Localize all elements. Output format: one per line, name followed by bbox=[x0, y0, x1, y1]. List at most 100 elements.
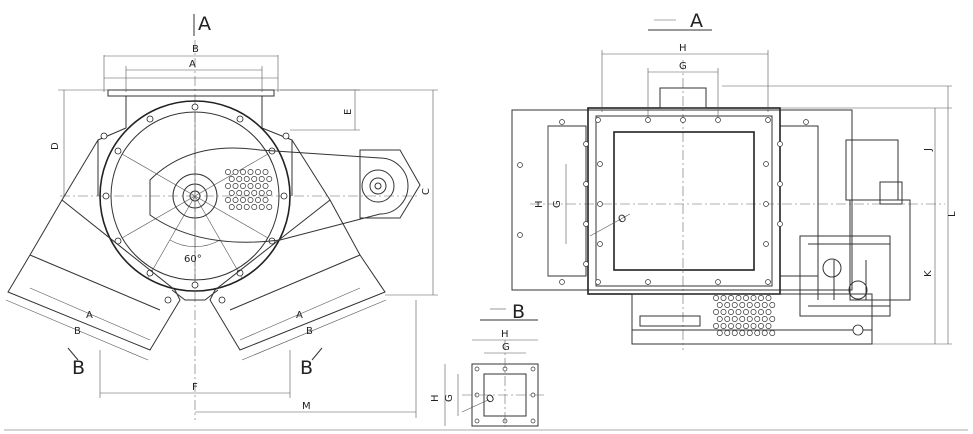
perforation-hole bbox=[228, 190, 235, 196]
perforation-hole bbox=[232, 197, 239, 203]
perforation-hole bbox=[225, 197, 231, 203]
section-b-marker-left: B bbox=[72, 357, 85, 379]
dim-right-H-top: H bbox=[679, 43, 687, 54]
section-b-title: B bbox=[512, 301, 525, 323]
perforation-hole bbox=[247, 169, 254, 175]
perforation-hole bbox=[255, 197, 261, 203]
perforation-hole bbox=[750, 323, 757, 329]
dim-small-H-top: H bbox=[501, 329, 509, 340]
perforation-hole bbox=[728, 309, 734, 315]
perforation-hole bbox=[255, 183, 261, 189]
section-b-view: B H G H G O bbox=[430, 301, 545, 430]
perforation-hole bbox=[262, 197, 269, 203]
perforation-hole bbox=[754, 316, 761, 322]
perforation-hole bbox=[765, 309, 772, 315]
perforation-hole bbox=[258, 176, 265, 182]
perforation-hole bbox=[761, 302, 768, 308]
perforation-hole bbox=[746, 316, 753, 322]
perforation-hole bbox=[236, 204, 243, 210]
perforation-hole bbox=[266, 176, 273, 182]
left-side-view: 60° bbox=[5, 13, 438, 420]
dim-left-top-A: A bbox=[189, 59, 196, 70]
perforation-hole bbox=[758, 295, 764, 301]
flange-holes bbox=[517, 117, 809, 285]
perforation-hole bbox=[251, 176, 258, 182]
dim-small-O: O bbox=[485, 393, 497, 407]
perforation-hole bbox=[243, 176, 250, 182]
dim-left-F: F bbox=[192, 382, 198, 393]
perforation-hole bbox=[731, 316, 738, 322]
dim-right-H-side: H bbox=[534, 200, 545, 208]
section-a-marker-left: A bbox=[198, 13, 211, 35]
perforation-hole bbox=[262, 169, 269, 175]
perforation-hole bbox=[251, 204, 258, 210]
dim-left-E: E bbox=[343, 109, 354, 115]
perforation-hole bbox=[228, 176, 235, 182]
rotor-bolts bbox=[100, 103, 290, 289]
perforation-hole bbox=[769, 302, 776, 308]
dim-left-lower-B-right: B bbox=[306, 326, 313, 337]
perforation-hole bbox=[258, 204, 265, 210]
perforation-hole bbox=[731, 302, 738, 308]
perforation-hole bbox=[724, 330, 731, 336]
dim-right-J: J bbox=[923, 148, 934, 152]
dim-right-G-side: G bbox=[552, 200, 563, 208]
perforation-hole bbox=[713, 323, 719, 329]
angle-label: 60° bbox=[184, 254, 202, 265]
dim-left-lower-B-left: B bbox=[74, 326, 81, 337]
section-a-view: A bbox=[511, 10, 958, 350]
perforation-hole bbox=[251, 190, 258, 196]
perforation-hole bbox=[713, 309, 719, 315]
perforation-hole bbox=[258, 190, 265, 196]
perforation-hole bbox=[240, 183, 246, 189]
perforation-hole bbox=[236, 190, 243, 196]
perforation-hole bbox=[225, 169, 231, 175]
perforation-hole bbox=[262, 183, 269, 189]
perforation-hole bbox=[716, 316, 723, 322]
perforation-hole bbox=[243, 190, 250, 196]
perforation-hole bbox=[761, 316, 768, 322]
dim-left-lower-A-right: A bbox=[296, 310, 303, 321]
perforation-hole bbox=[765, 295, 772, 301]
perforation-hole bbox=[713, 295, 719, 301]
perforated-guard bbox=[225, 169, 273, 210]
dim-left-D: D bbox=[50, 142, 61, 150]
perforation-hole bbox=[236, 176, 243, 182]
perforation-hole bbox=[243, 204, 250, 210]
perforation-hole bbox=[716, 330, 723, 336]
perforation-hole bbox=[765, 323, 772, 329]
perforation-hole bbox=[735, 295, 742, 301]
perforation-hole bbox=[728, 323, 734, 329]
perforation-hole bbox=[750, 309, 757, 315]
perforation-hole bbox=[761, 330, 768, 336]
perforation-hole bbox=[720, 295, 727, 301]
perforation-hole bbox=[720, 323, 727, 329]
perforation-hole bbox=[720, 309, 727, 315]
perforation-hole bbox=[247, 197, 254, 203]
perforated-guard-right bbox=[713, 295, 776, 336]
dim-left-lower-A-left: A bbox=[86, 310, 93, 321]
perforation-hole bbox=[724, 302, 731, 308]
perforation-hole bbox=[769, 316, 776, 322]
perforation-hole bbox=[743, 309, 749, 315]
perforation-hole bbox=[735, 309, 742, 315]
dim-right-K: K bbox=[923, 270, 934, 277]
dim-small-H-side: H bbox=[430, 394, 441, 402]
perforation-hole bbox=[746, 302, 753, 308]
perforation-hole bbox=[716, 302, 723, 308]
perforation-hole bbox=[743, 295, 749, 301]
dim-left-M: M bbox=[302, 401, 311, 412]
perforation-hole bbox=[728, 295, 734, 301]
perforation-hole bbox=[247, 183, 254, 189]
perforation-hole bbox=[232, 169, 239, 175]
perforation-hole bbox=[754, 302, 761, 308]
perforation-hole bbox=[240, 197, 246, 203]
perforation-hole bbox=[739, 302, 746, 308]
section-b-marker-right: B bbox=[300, 357, 313, 379]
perforation-hole bbox=[739, 330, 746, 336]
perforation-hole bbox=[266, 204, 273, 210]
section-a-title: A bbox=[690, 10, 703, 32]
dim-small-G-top: G bbox=[502, 342, 510, 353]
dim-right-G-top: G bbox=[679, 61, 687, 72]
